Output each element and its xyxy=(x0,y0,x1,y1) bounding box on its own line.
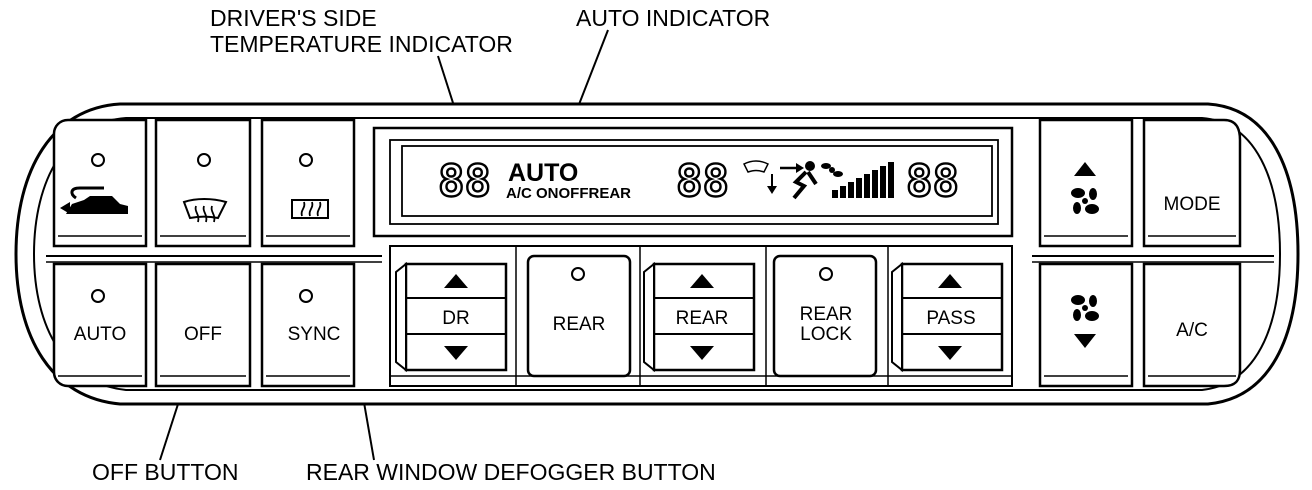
rear-temperature-digits: 88 xyxy=(676,156,729,207)
fan-icon xyxy=(1071,295,1099,321)
lcd-defrost-icon xyxy=(742,160,777,194)
passenger-temp-down-arrow-icon[interactable] xyxy=(938,346,962,360)
auto-button-label: AUTO xyxy=(74,324,126,345)
driver-temperature-digits: 88 xyxy=(438,156,491,207)
lcd-auto-indicator: AUTO xyxy=(508,159,578,187)
rear-defrost-icon xyxy=(291,199,329,219)
rear-defrost-indicator-light xyxy=(299,153,313,167)
off-button[interactable]: OFF xyxy=(154,262,252,388)
passenger-temperature-digits: 88 xyxy=(906,156,959,207)
lcd-status-labels: A/C ONOFFREAR xyxy=(506,185,631,202)
sync-button-label: SYNC xyxy=(288,324,341,345)
auto-indicator-light xyxy=(91,289,105,303)
rear-lock-button[interactable]: REAR LOCK xyxy=(772,254,878,378)
fan-speed-up-button[interactable] xyxy=(1038,118,1134,248)
fan-icon xyxy=(1071,188,1099,214)
lcd-display: 88 AUTO A/C ONOFFREAR 88 xyxy=(372,126,1014,238)
sync-indicator-light xyxy=(299,289,313,303)
pass-label: PASS xyxy=(926,308,975,329)
off-button-label: OFF xyxy=(184,324,222,345)
callout-rear-defogger: REAR WINDOW DEFOGGER BUTTON xyxy=(306,459,716,485)
front-defrost-button[interactable] xyxy=(154,118,252,248)
driver-temp-up-arrow-icon[interactable] xyxy=(444,274,468,288)
lcd-airflow-mode-icon xyxy=(780,161,818,200)
callout-driver-temp-line2: TEMPERATURE INDICATOR xyxy=(210,31,513,57)
driver-temp-down-arrow-icon[interactable] xyxy=(444,346,468,360)
front-defrost-icon xyxy=(182,198,228,223)
auto-button[interactable]: AUTO xyxy=(52,262,148,388)
driver-temp-rocker[interactable]: DR xyxy=(395,261,508,373)
callout-off-button: OFF BUTTON xyxy=(92,459,239,485)
ac-button-label: A/C xyxy=(1176,320,1208,341)
rear-temp-up-arrow-icon[interactable] xyxy=(690,274,714,288)
rear-indicator-light xyxy=(571,267,585,281)
rear-lock-label-line2: LOCK xyxy=(800,324,852,345)
passenger-temp-up-arrow-icon[interactable] xyxy=(938,274,962,288)
front-defrost-indicator-light xyxy=(197,153,211,167)
rear-button-label: REAR xyxy=(553,314,606,335)
recirculation-indicator-light xyxy=(91,153,105,167)
fan-speed-down-button[interactable] xyxy=(1038,262,1134,388)
lcd-fan-icon xyxy=(821,163,843,177)
mode-button-label: MODE xyxy=(1164,194,1221,215)
fan-down-arrow-icon xyxy=(1074,334,1096,348)
rear-temp-down-arrow-icon[interactable] xyxy=(690,346,714,360)
lcd-fan-speed-bars xyxy=(832,162,894,198)
fan-up-arrow-icon xyxy=(1074,162,1096,176)
sync-button[interactable]: SYNC xyxy=(260,262,356,388)
rear-temp-rocker[interactable]: REAR xyxy=(643,261,756,373)
ac-button[interactable]: A/C xyxy=(1142,262,1242,388)
rear-lock-label-line1: REAR xyxy=(800,304,853,325)
callout-auto-indicator: AUTO INDICATOR xyxy=(576,5,770,31)
rear-button[interactable]: REAR xyxy=(526,254,632,378)
mode-button[interactable]: MODE xyxy=(1142,118,1242,248)
rear-defrost-button[interactable] xyxy=(260,118,356,248)
passenger-temp-rocker[interactable]: PASS xyxy=(891,261,1004,373)
rear-temp-label: REAR xyxy=(676,308,729,329)
car-recirculation-icon xyxy=(60,186,128,214)
rear-lock-indicator-light xyxy=(819,267,833,281)
dr-label: DR xyxy=(442,308,469,329)
recirculation-button[interactable] xyxy=(52,118,148,248)
callout-driver-temp-line1: DRIVER'S SIDE xyxy=(210,5,377,31)
